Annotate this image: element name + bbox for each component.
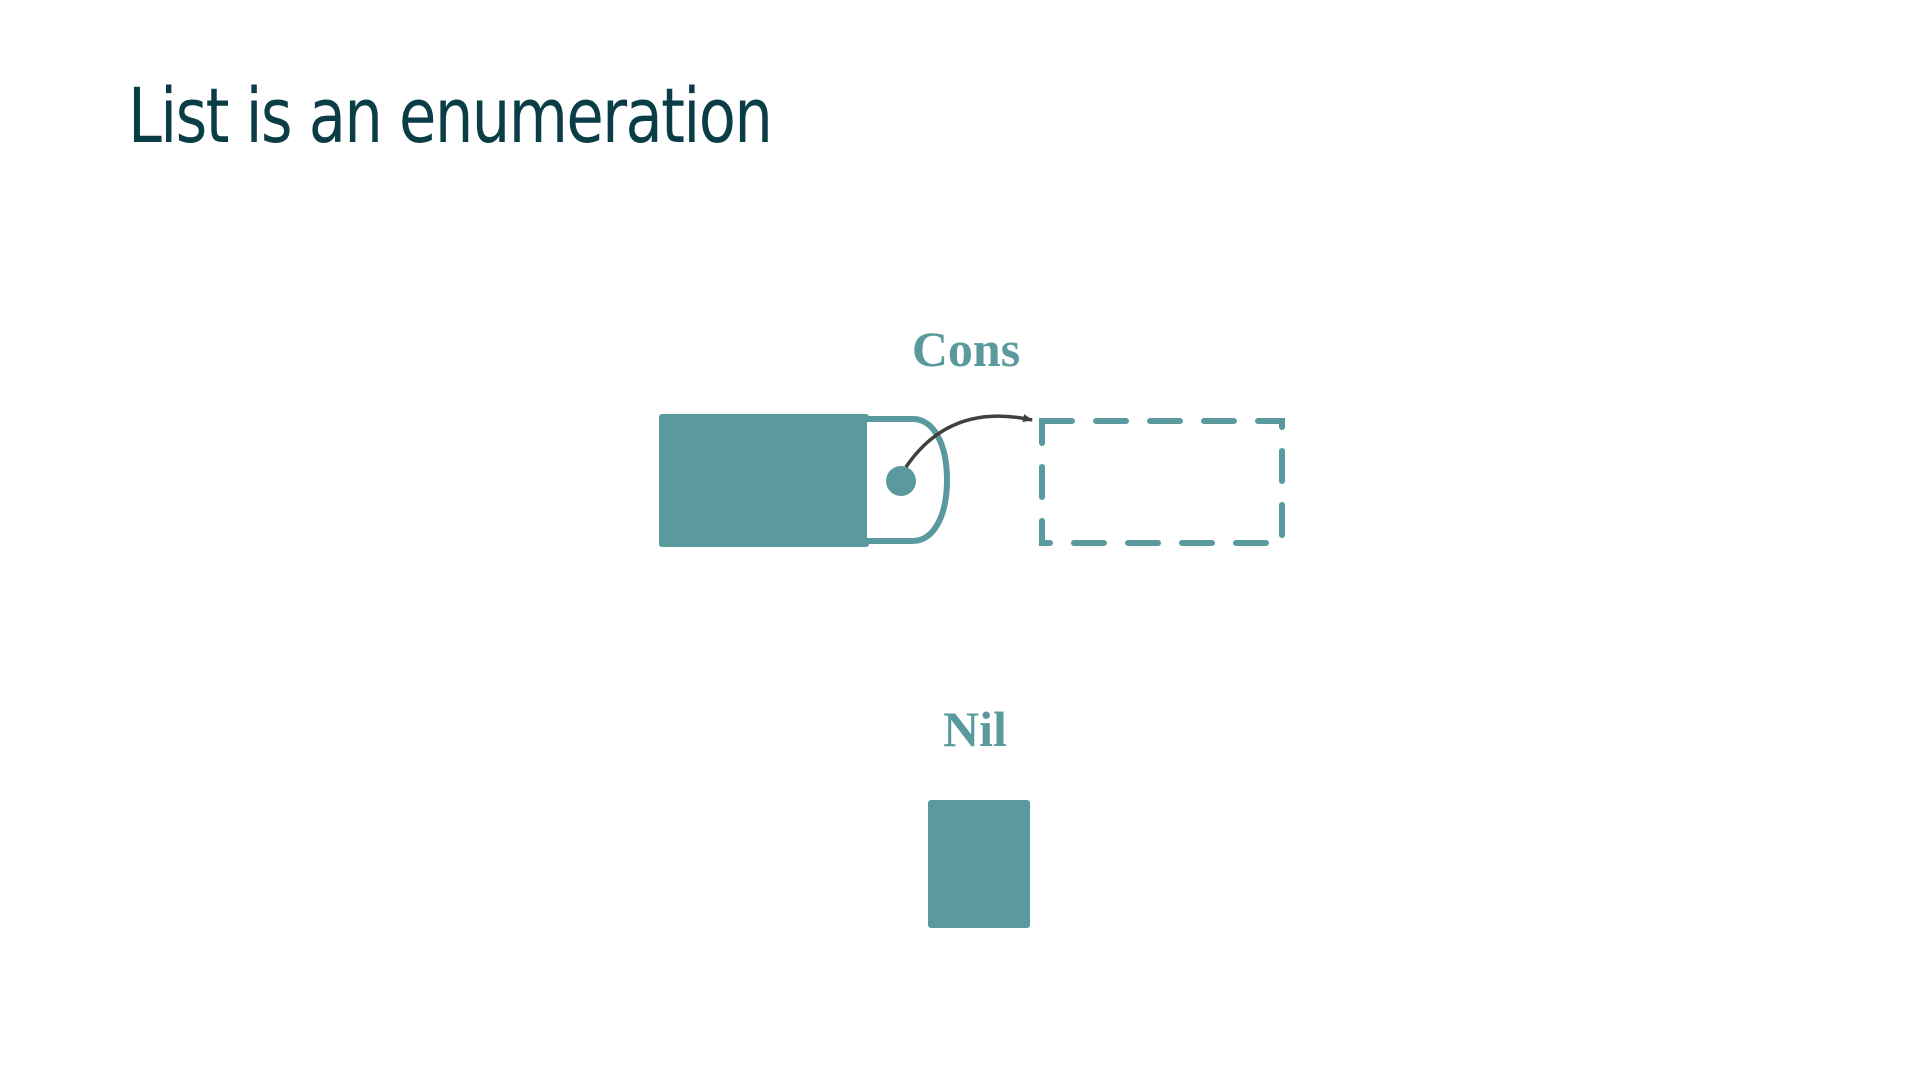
- slide-title: List is an enumeration: [128, 71, 773, 160]
- next-node-placeholder: [1039, 418, 1285, 546]
- nil-block: [928, 800, 1030, 928]
- tail-pointer-arrow: [904, 414, 1033, 468]
- cons-label: Cons: [912, 321, 1020, 377]
- pointer-dot: [886, 466, 916, 496]
- nil-label: Nil: [943, 701, 1007, 757]
- cons-cell: [659, 414, 951, 547]
- cons-head-block: [659, 414, 869, 547]
